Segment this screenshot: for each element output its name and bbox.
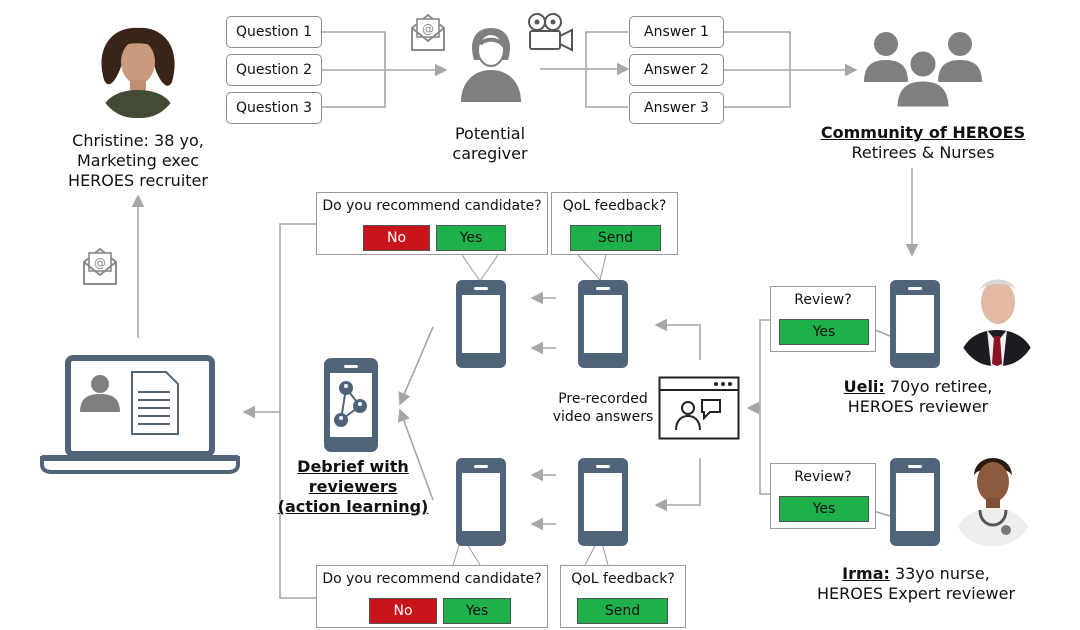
answer-1-box: Answer 1 [629, 16, 724, 48]
yes-button-top[interactable]: Yes [436, 225, 506, 251]
prerecorded-line-2: video answers [552, 409, 654, 425]
email-icon: @ [411, 13, 445, 51]
recommend-question-bottom: Do you recommend candidate? [322, 571, 542, 587]
community-subtitle: Retirees & Nurses [851, 143, 995, 162]
ueli-line-2: HEROES reviewer [847, 397, 989, 416]
question-3-box: Question 3 [226, 92, 322, 124]
caregiver-line-2: caregiver [452, 144, 528, 163]
prerecorded-label: Pre-recorded video answers [548, 390, 658, 426]
laptop-icon [40, 355, 240, 474]
qol-question-top: QoL feedback? [562, 198, 667, 214]
no-button-top[interactable]: No [363, 225, 430, 251]
recommend-callout-bottom: Do you recommend candidate? No Yes [316, 565, 548, 628]
question-2-box: Question 2 [226, 54, 322, 86]
phone-irma [890, 458, 940, 546]
phone-ueli [890, 280, 940, 368]
question-1-box: Question 1 [226, 16, 322, 48]
christine-label: Christine: 38 yo, Marketing exec HEROES … [52, 131, 224, 191]
ueli-desc: 70yo retiree, [884, 377, 993, 396]
irma-photo [950, 446, 1036, 546]
debrief-label: Debrief with reviewers (action learning) [268, 457, 438, 517]
review-question-ueli: Review? [794, 292, 852, 308]
community-group-icon [864, 32, 982, 110]
review-callout-ueli: Review? Yes [770, 286, 876, 352]
yes-button-bottom[interactable]: Yes [443, 598, 511, 624]
answer-2-box: Answer 2 [629, 54, 724, 86]
christine-photo [96, 24, 180, 118]
irma-name: Irma: [842, 564, 890, 583]
irma-line-1: Irma: 33yo nurse, [800, 564, 1032, 584]
caregiver-person-icon [461, 28, 521, 102]
phone-recommend-bottom [456, 458, 506, 546]
community-label: Community of HEROES Retirees & Nurses [808, 123, 1038, 163]
network-phone-icon [324, 358, 378, 452]
video-camera-icon [528, 13, 573, 52]
debrief-line-3: (action learning) [277, 497, 429, 516]
answer-3-box: Answer 3 [629, 92, 724, 124]
debrief-line-1: Debrief with [297, 457, 409, 476]
recommend-callout-top: Do you recommend candidate? No Yes [316, 192, 548, 255]
community-title: Community of HEROES [820, 123, 1026, 142]
caregiver-label: Potential caregiver [440, 124, 540, 164]
christine-line-1: Christine: 38 yo, [72, 131, 204, 150]
no-button-bottom[interactable]: No [369, 598, 437, 624]
svg-text:@: @ [94, 256, 106, 270]
qol-callout-top: QoL feedback? Send [551, 192, 678, 255]
ueli-label: Ueli: 70yo retiree, HEROES reviewer [808, 377, 1028, 417]
review-yes-button-irma[interactable]: Yes [779, 496, 869, 522]
recommend-question-top: Do you recommend candidate? [322, 198, 542, 214]
christine-line-3: HEROES recruiter [68, 171, 208, 190]
irma-desc: 33yo nurse, [889, 564, 990, 583]
video-chat-window-icon [658, 376, 740, 440]
review-yes-button-ueli[interactable]: Yes [779, 319, 869, 345]
irma-line-2: HEROES Expert reviewer [816, 584, 1016, 603]
caregiver-line-1: Potential [454, 124, 526, 143]
phone-qol-top [578, 280, 628, 368]
ueli-name: Ueli: [843, 377, 885, 396]
phone-recommend-top [456, 280, 506, 368]
debrief-line-2: reviewers [308, 477, 398, 496]
ueli-photo [956, 268, 1038, 366]
svg-text:@: @ [422, 22, 434, 36]
qol-callout-bottom: QoL feedback? Send [560, 565, 686, 628]
review-question-irma: Review? [794, 469, 852, 485]
ueli-line-1: Ueli: 70yo retiree, [808, 377, 1028, 397]
review-callout-irma: Review? Yes [770, 463, 876, 529]
qol-question-bottom: QoL feedback? [571, 571, 675, 587]
prerecorded-line-1: Pre-recorded [558, 391, 648, 407]
phone-qol-bottom [578, 458, 628, 546]
christine-line-2: Marketing exec [76, 151, 199, 170]
send-button-bottom[interactable]: Send [577, 598, 668, 624]
irma-label: Irma: 33yo nurse, HEROES Expert reviewer [800, 564, 1032, 604]
email-notification-icon: @ [83, 247, 117, 285]
send-button-top[interactable]: Send [570, 225, 661, 251]
